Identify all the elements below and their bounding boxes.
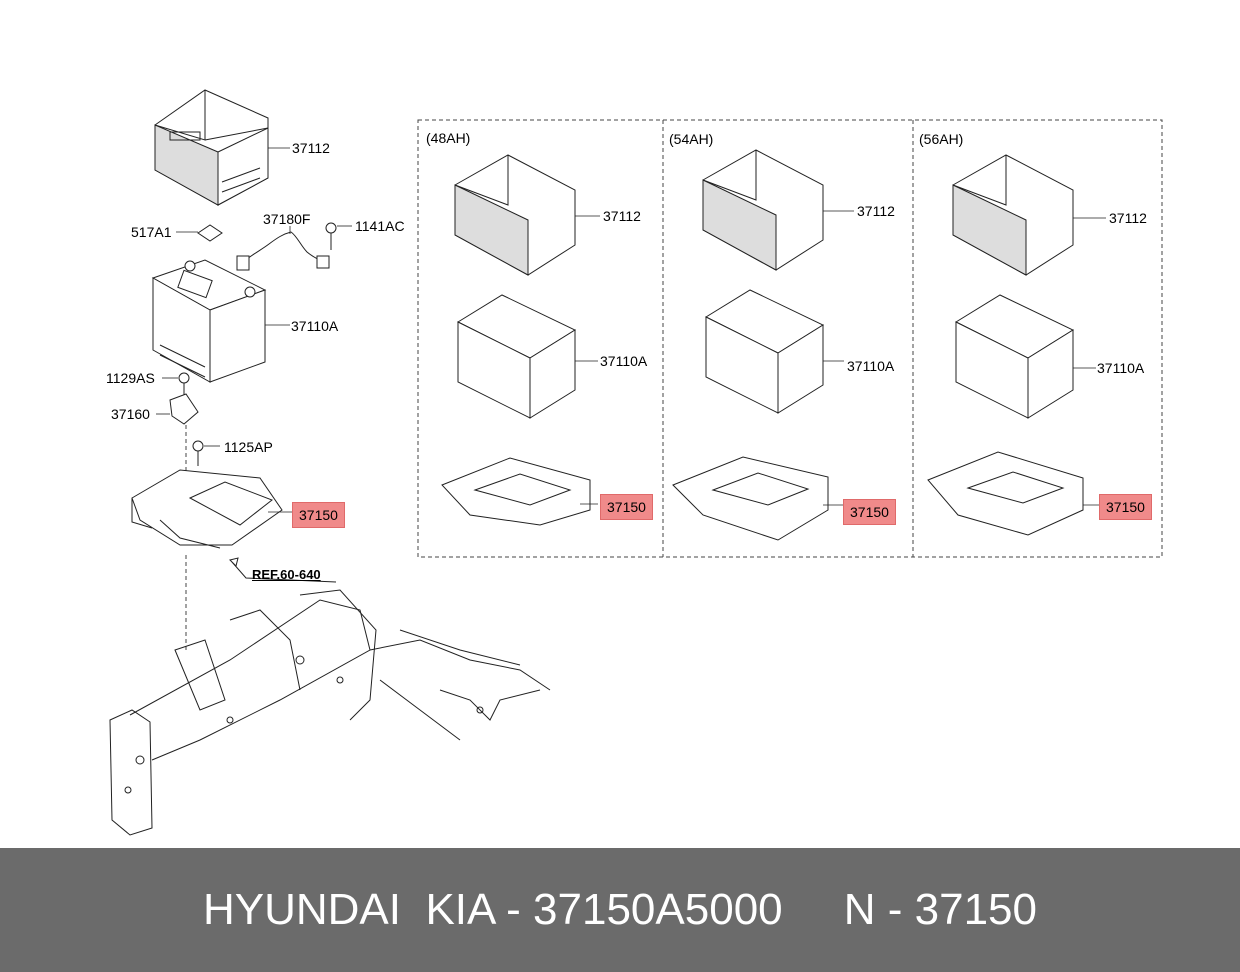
variant-56ah-cover-label[interactable]: 37112 [1109, 210, 1147, 226]
label-bolt-1141[interactable]: 1141AC [355, 218, 405, 234]
battery-accessories-drawing [176, 222, 352, 271]
ref-label[interactable]: REF.60-640 [252, 567, 321, 582]
variant-48ah-battery-label[interactable]: 37110A [600, 353, 648, 369]
label-bolt-1125[interactable]: 1125AP [224, 439, 273, 455]
variant-48ah-title: (48AH) [426, 130, 471, 146]
variant-48ah-tray-highlight[interactable]: 37150 [600, 494, 653, 520]
variant-54ah-battery-label[interactable]: 37110A [847, 358, 895, 374]
label-517[interactable]: 517A1 [131, 224, 172, 240]
variant-56ah-drawing [927, 154, 1106, 536]
footer-bar: HYUNDAI KIA - 37150A5000 N - 37150 [0, 848, 1240, 972]
parts-diagram [109, 89, 1163, 836]
variant-56ah-title: (56AH) [919, 131, 964, 147]
label-bracket[interactable]: 37160 [111, 406, 150, 422]
battery-drawing [151, 259, 290, 383]
tray-cover-drawing [154, 89, 290, 206]
label-battery-tray-highlight[interactable]: 37150 [292, 502, 345, 528]
label-tray-cover[interactable]: 37112 [292, 140, 330, 156]
variant-panels [417, 119, 1163, 558]
label-sensor-cable[interactable]: 37180F [263, 211, 311, 227]
variant-56ah-tray-highlight[interactable]: 37150 [1099, 494, 1152, 520]
variant-56ah-battery-label[interactable]: 37110A [1097, 360, 1145, 376]
variant-54ah-title: (54AH) [669, 131, 714, 147]
variant-54ah-tray-highlight[interactable]: 37150 [843, 499, 896, 525]
variant-48ah-drawing [441, 154, 600, 526]
variant-48ah-cover-label[interactable]: 37112 [603, 208, 641, 224]
label-battery[interactable]: 37110A [291, 318, 339, 334]
variant-54ah-cover-label[interactable]: 37112 [857, 203, 895, 219]
variant-54ah-drawing [672, 149, 854, 541]
body-frame-drawing [109, 555, 551, 836]
footer-part-number: HYUNDAI KIA - 37150A5000 N - 37150 [202, 885, 1037, 934]
label-bolt-1129[interactable]: 1129AS [106, 370, 155, 386]
tray-assembly-drawing [131, 372, 337, 583]
